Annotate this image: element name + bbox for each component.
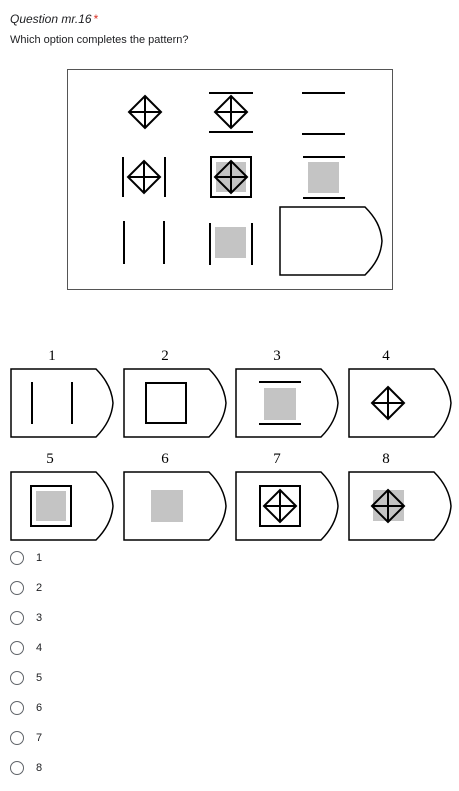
radio-label: 3 (36, 612, 43, 624)
pattern-matrix (67, 69, 393, 290)
radio-option-3[interactable]: 3 (10, 608, 42, 628)
matrix-cell-diamond (127, 94, 163, 130)
radio-label: 2 (36, 582, 43, 594)
option-8-figure (348, 471, 452, 541)
matrix-cell-diamond-vbars (122, 157, 166, 197)
matrix-cell-vbars (123, 221, 165, 264)
radio-circle[interactable] (10, 551, 24, 565)
option-4-figure (348, 368, 452, 438)
radio-label: 1 (36, 552, 43, 564)
option-5-figure (10, 471, 114, 541)
matrix-cell-square-gray-diamond (210, 156, 252, 198)
radio-circle[interactable] (10, 671, 24, 685)
radio-option-7[interactable]: 7 (10, 728, 42, 748)
matrix-cell-gray-hbars (303, 156, 345, 199)
option-5-label: 5 (46, 451, 54, 467)
radio-label: 5 (36, 672, 43, 684)
radio-circle[interactable] (10, 641, 24, 655)
radio-option-6[interactable]: 6 (10, 698, 42, 718)
option-3-label: 3 (273, 348, 281, 364)
matrix-cell-gray-vbars (209, 223, 253, 265)
option-2-label: 2 (161, 348, 169, 364)
option-1-figure (10, 368, 114, 438)
option-7-label: 7 (273, 451, 281, 467)
radio-label: 7 (36, 732, 43, 744)
option-8-label: 8 (382, 451, 390, 467)
required-asterisk: * (93, 12, 99, 26)
matrix-missing-cell (279, 206, 383, 276)
radio-circle[interactable] (10, 701, 24, 715)
question-title-text: Question mr.16 (10, 12, 92, 26)
radio-option-4[interactable]: 4 (10, 638, 42, 658)
radio-option-5[interactable]: 5 (10, 668, 42, 688)
option-3-figure (235, 368, 339, 438)
radio-circle[interactable] (10, 581, 24, 595)
option-1-label: 1 (48, 348, 56, 364)
option-2-figure (123, 368, 227, 438)
radio-label: 8 (36, 762, 43, 774)
radio-label: 4 (36, 642, 43, 654)
radio-option-1[interactable]: 1 (10, 548, 42, 568)
option-6-figure (123, 471, 227, 541)
radio-option-2[interactable]: 2 (10, 578, 42, 598)
radio-circle[interactable] (10, 761, 24, 775)
radio-circle[interactable] (10, 611, 24, 625)
option-4-label: 4 (382, 348, 390, 364)
question-text: Which option completes the pattern? (10, 34, 189, 46)
matrix-cell-hbars (302, 92, 345, 135)
option-6-label: 6 (161, 451, 169, 467)
matrix-cell-diamond-hbars (209, 92, 253, 133)
radio-option-8[interactable]: 8 (10, 758, 42, 778)
radio-label: 6 (36, 702, 43, 714)
question-title: Question mr.16* (10, 12, 98, 26)
radio-circle[interactable] (10, 731, 24, 745)
option-7-figure (235, 471, 339, 541)
